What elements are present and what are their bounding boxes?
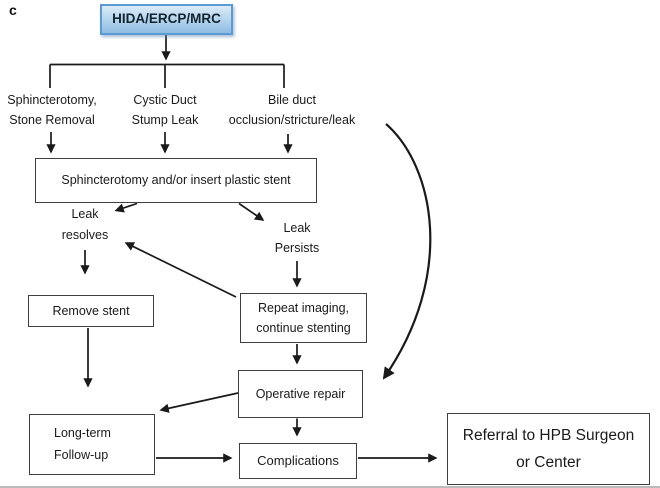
node-long-term-follow-up: Long-term Follow-up	[29, 414, 155, 475]
node-operative-repair: Operative repair	[238, 370, 363, 418]
arrow-stent-to-leak-persists	[238, 202, 265, 221]
arrow-stent-to-leak-resolves	[114, 202, 138, 213]
label-cystic-duct-stump-leak: Cystic Duct Stump Leak	[131, 93, 199, 127]
node-complications: Complications	[239, 443, 357, 479]
label-leak-persists: Leak Persists	[274, 221, 320, 255]
panel-label: c	[9, 2, 17, 18]
arrow-operative-to-longterm	[159, 392, 239, 413]
curved-arrow-bileduct-to-operative	[382, 123, 432, 380]
node-repeat-imaging: Repeat imaging, continue stenting	[240, 293, 367, 343]
node-hida-ercp-mrc: HIDA/ERCP/MRC	[100, 4, 233, 35]
label-sphincterotomy-stone-removal: Sphincterotomy, Stone Removal	[7, 93, 97, 127]
figure-border	[0, 486, 660, 488]
node-referral-hpb-surgeon: Referral to HPB Surgeon or Center	[447, 413, 650, 485]
label-leak-resolves: Leak resolves	[61, 207, 109, 242]
node-remove-stent: Remove stent	[28, 295, 154, 327]
node-sphincterotomy-stent: Sphincterotomy and/or insert plastic ste…	[35, 158, 317, 203]
arrow-repeat-to-leak-resolves	[124, 242, 237, 298]
label-bile-duct-occlusion: Bile duct occlusion/stricture/leak	[228, 93, 356, 127]
